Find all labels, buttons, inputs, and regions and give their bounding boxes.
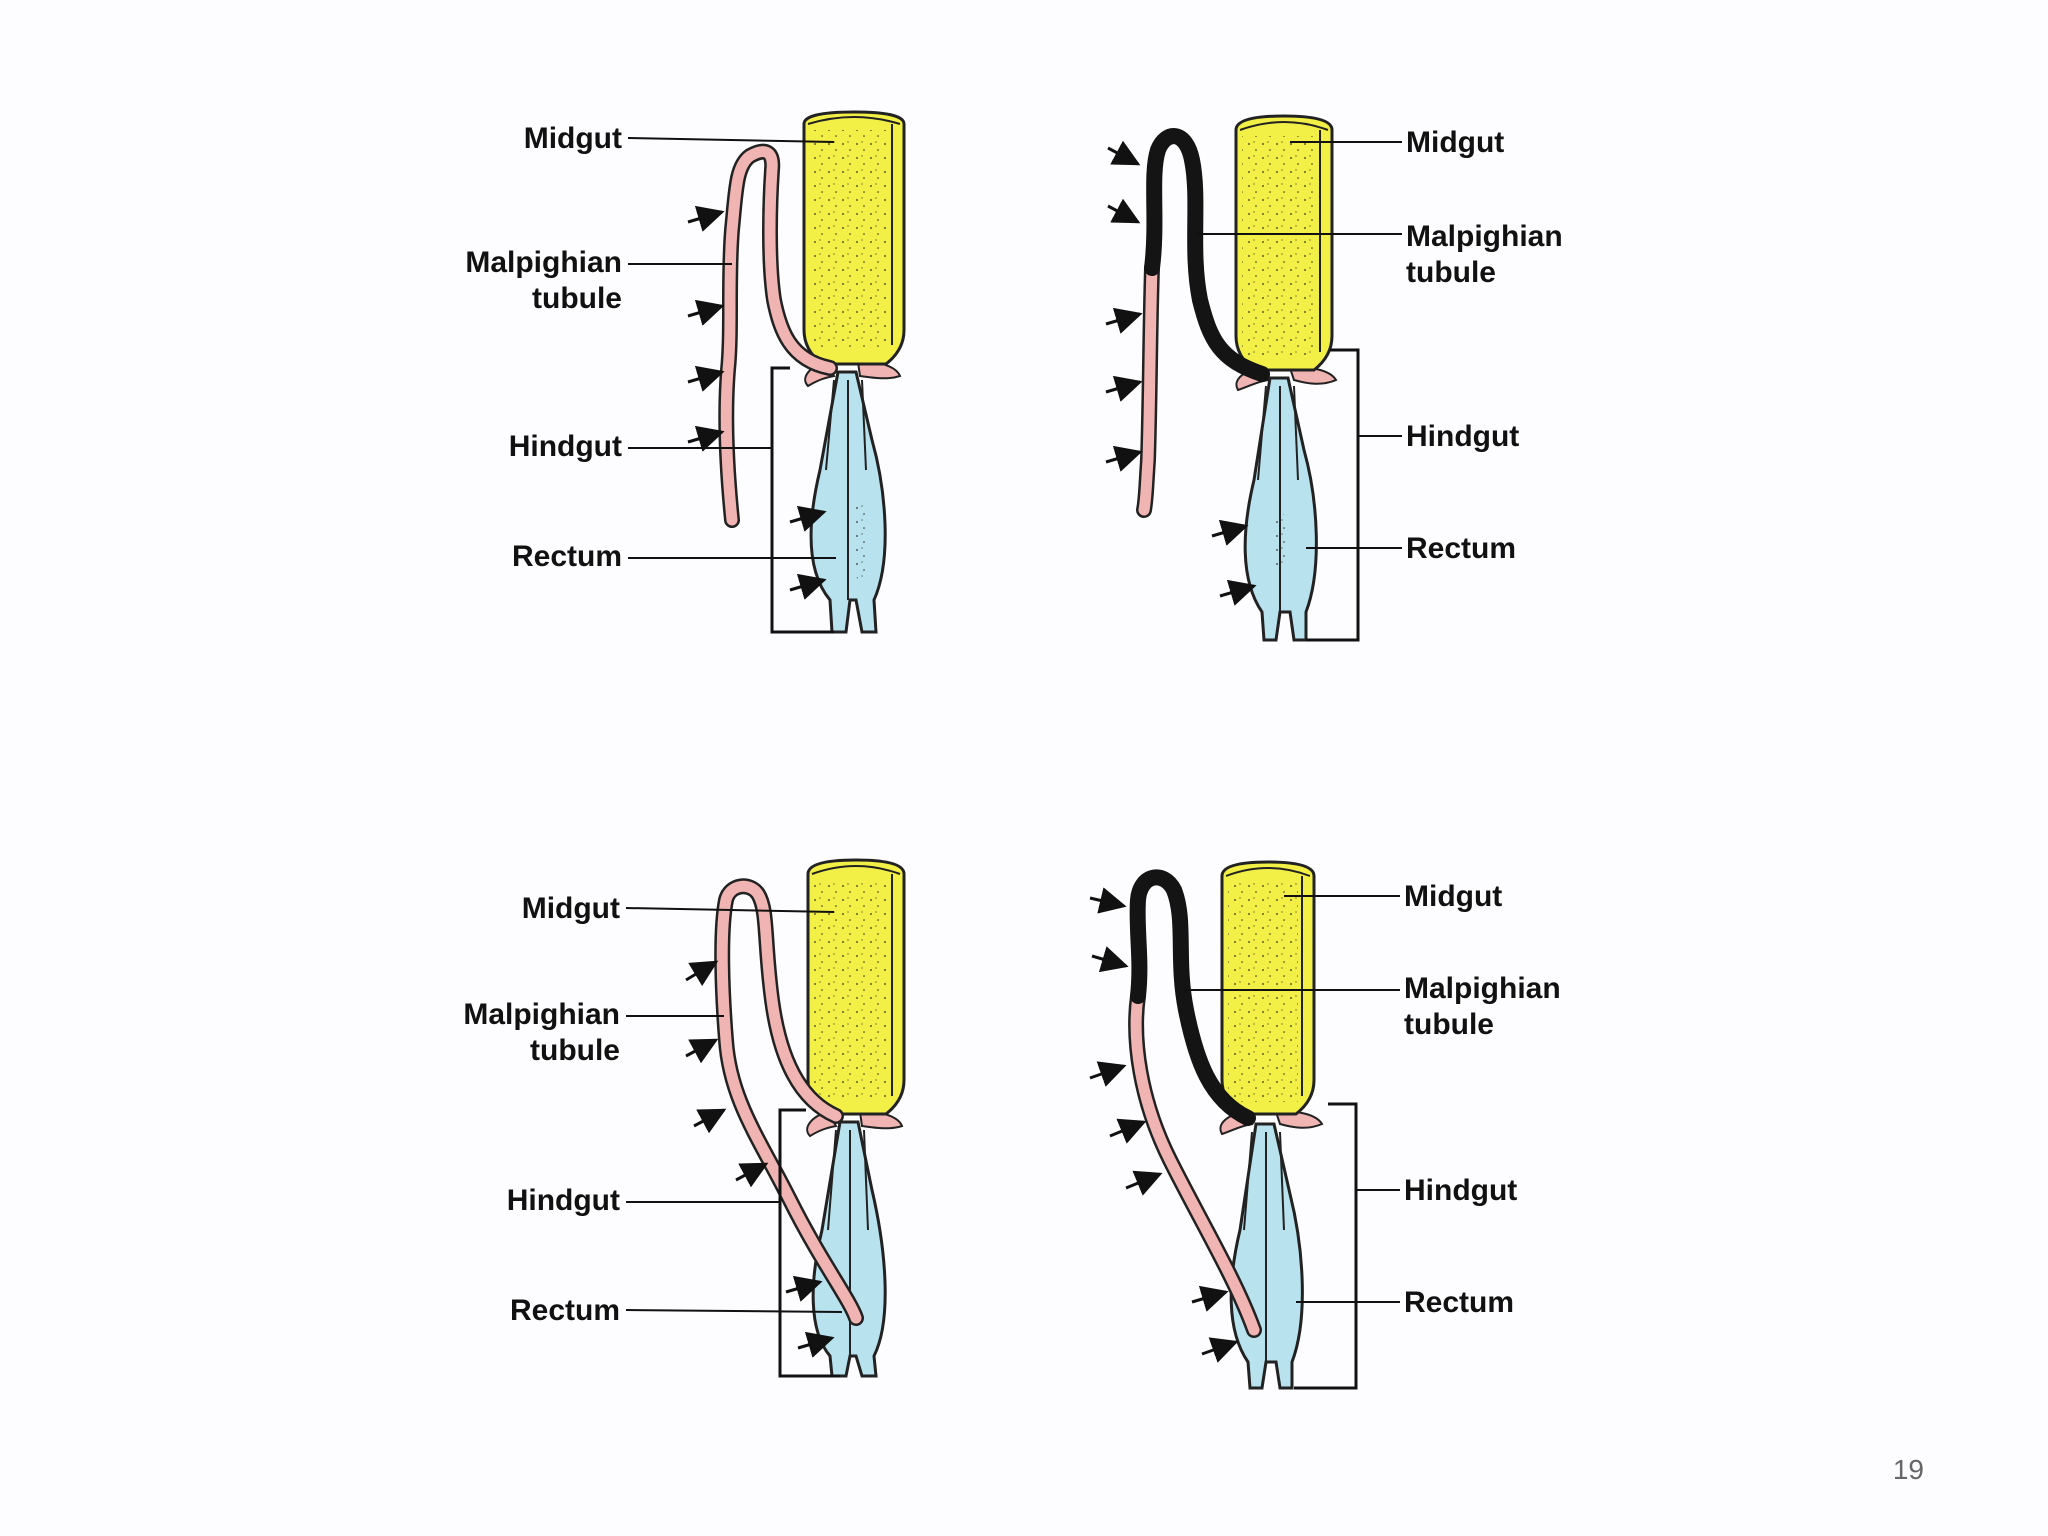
tubule-label-line1: Malpighian — [463, 998, 620, 1031]
arrows — [687, 205, 827, 600]
rectum-label: Rectum — [512, 540, 622, 573]
panel-4: Midgut Malpighian tubule Hindgut Rectum — [1089, 860, 1561, 1390]
hindgut-label: Hindgut — [1404, 1174, 1517, 1207]
arrows — [1089, 887, 1239, 1363]
panel-3: Midgut Malpighian tubule Hindgut Rectum — [463, 858, 906, 1378]
tubule-label-line2: tubule — [530, 1034, 620, 1067]
panel-1: Midgut Malpighian tubule Hindgut Rectum — [465, 110, 906, 634]
midgut-label: Midgut — [522, 892, 620, 925]
arrows — [685, 960, 835, 1358]
hindgut-label: Hindgut — [507, 1184, 620, 1217]
midgut-label: Midgut — [1406, 126, 1504, 159]
hindgut-label: Hindgut — [509, 430, 622, 463]
hindgut-bracket — [1306, 348, 1360, 642]
malpighian-tubule — [1129, 869, 1256, 1126]
rectum-label: Rectum — [510, 1294, 620, 1327]
tubule-label-line1: Malpighian — [465, 246, 622, 279]
hindgut-label: Hindgut — [1406, 420, 1519, 453]
tubule-label-line1: Malpighian — [1404, 972, 1561, 1005]
malpighian-tubule — [1144, 128, 1270, 382]
hindgut-bracket — [778, 1108, 840, 1378]
midgut-label: Midgut — [524, 122, 622, 155]
slide-number: 19 — [1892, 1454, 1924, 1485]
rectum-label: Rectum — [1404, 1286, 1514, 1319]
rectum-label: Rectum — [1406, 532, 1516, 565]
arrows — [1105, 140, 1257, 606]
hindgut-bracket — [1294, 1102, 1358, 1390]
tubule-label-line2: tubule — [532, 282, 622, 315]
hindgut-bracket — [770, 366, 834, 634]
tubule-label-line2: tubule — [1404, 1008, 1494, 1041]
tubule-label-line2: tubule — [1406, 256, 1496, 289]
panel-2: Midgut Malpighian tubule Hindgut Rectum — [1105, 114, 1563, 642]
midgut-label: Midgut — [1404, 880, 1502, 913]
tubule-label-line1: Malpighian — [1406, 220, 1563, 253]
